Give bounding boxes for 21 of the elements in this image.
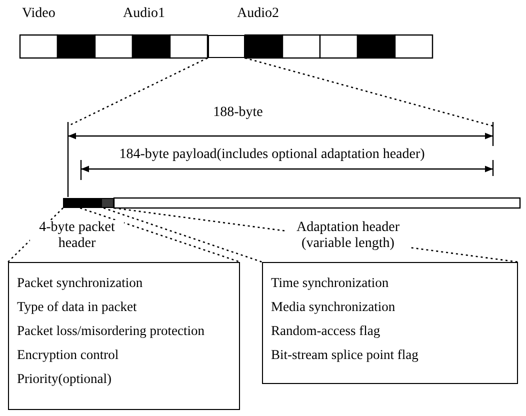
list-item: Bit-stream splice point flag xyxy=(271,347,420,363)
zoom-line xyxy=(244,57,494,127)
list-item: Packet loss/misordering protection xyxy=(17,323,206,339)
label-text: 184-byte payload(includes optional adaptation header) xyxy=(119,147,425,163)
list-item: Encryption control xyxy=(17,347,120,363)
zoom-line xyxy=(68,57,208,127)
zoom-line xyxy=(103,207,262,263)
list-item: Random-access flag xyxy=(271,323,382,339)
label-text: 188-byte xyxy=(213,105,263,121)
list-item: Media synchronization xyxy=(271,299,396,315)
packet-cell xyxy=(208,35,245,58)
list-item: Time synchronization xyxy=(271,275,390,291)
label-text: Adaptation header (variable length) xyxy=(286,220,410,252)
list-item: Type of data in packet xyxy=(17,299,138,315)
list-item: Packet synchronization xyxy=(17,275,144,291)
info-box xyxy=(262,262,518,384)
zoom-line xyxy=(80,207,240,263)
header-segment xyxy=(101,198,114,208)
info-box xyxy=(8,262,240,410)
list-item: Priority(optional) xyxy=(17,371,112,387)
header-segment xyxy=(63,198,101,208)
